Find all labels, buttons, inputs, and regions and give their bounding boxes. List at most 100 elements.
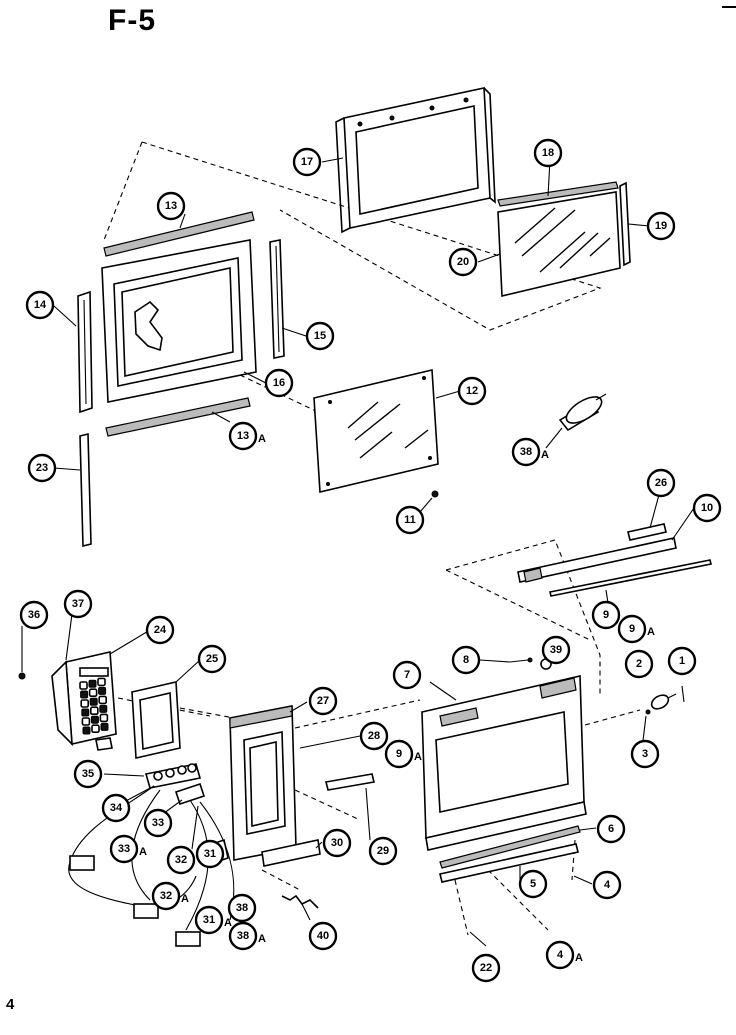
callout-number: 33 bbox=[152, 817, 164, 829]
callout-c38: 38 bbox=[227, 893, 257, 923]
part-17-frame[interactable] bbox=[335, 87, 496, 234]
callout-bubble bbox=[264, 368, 294, 398]
part-26-rail-clip[interactable] bbox=[627, 523, 667, 541]
callout-c39: 39 bbox=[541, 635, 571, 665]
part-13-top-trim[interactable] bbox=[103, 211, 255, 257]
callout-suffix: A bbox=[258, 933, 266, 945]
part-24-control-panel[interactable] bbox=[51, 651, 117, 751]
callout-number: 18 bbox=[542, 147, 554, 159]
callout-c23: 23 bbox=[27, 453, 57, 483]
callout-bubble bbox=[19, 600, 49, 630]
callout-c8: 8 bbox=[451, 645, 481, 675]
callout-number: 20 bbox=[457, 256, 469, 268]
part-20-glass-panel[interactable] bbox=[497, 191, 621, 298]
callout-number: 3 bbox=[642, 748, 648, 760]
callout-number: 9 bbox=[396, 748, 402, 760]
part-1-screw[interactable] bbox=[681, 685, 685, 703]
callout-bubble bbox=[617, 614, 647, 644]
part-3-screw[interactable] bbox=[645, 709, 651, 715]
part-16-inner-frame[interactable] bbox=[101, 239, 257, 403]
callout-bubble bbox=[305, 321, 335, 351]
part-6-seal[interactable] bbox=[439, 825, 581, 869]
callout-bubble bbox=[73, 759, 103, 789]
keypad-key bbox=[90, 706, 99, 716]
part-9-rod[interactable] bbox=[549, 559, 712, 597]
part-36-screw[interactable] bbox=[18, 672, 26, 680]
callout-number: 38 bbox=[520, 446, 532, 458]
callout-number: 6 bbox=[608, 823, 614, 835]
part-8-screw[interactable] bbox=[509, 657, 533, 663]
part-29-bar[interactable] bbox=[325, 773, 375, 791]
part-30-bracket[interactable] bbox=[261, 839, 321, 867]
part-18-trim-strip[interactable] bbox=[497, 181, 619, 207]
callout-suffix: A bbox=[224, 917, 232, 929]
keypad-key bbox=[91, 724, 100, 734]
callout-bubble bbox=[145, 615, 175, 645]
callout-c28: 28 bbox=[359, 721, 389, 751]
callout-c30: 30 bbox=[322, 828, 352, 858]
callout-number: 4 bbox=[604, 879, 611, 891]
part-15-right-trim[interactable] bbox=[269, 239, 285, 359]
part-27-housing[interactable] bbox=[229, 705, 297, 861]
callout-c19: 19 bbox=[646, 211, 676, 241]
keypad-key bbox=[99, 704, 108, 713]
callout-c24: 24 bbox=[145, 615, 175, 645]
callout-c12: 12 bbox=[457, 376, 487, 406]
part-2-hinge[interactable] bbox=[649, 692, 677, 711]
callout-number: 25 bbox=[206, 653, 218, 665]
keypad-key bbox=[98, 686, 107, 695]
callout-number: 40 bbox=[317, 930, 329, 942]
callout-number: 13 bbox=[237, 430, 249, 442]
keypad-key bbox=[97, 677, 106, 687]
callout-bubble bbox=[667, 646, 697, 676]
callout-c13: 13 bbox=[156, 191, 186, 221]
part-19-side-trim[interactable] bbox=[619, 181, 631, 267]
callout-c16: 16 bbox=[264, 368, 294, 398]
callout-c3: 3 bbox=[630, 739, 660, 769]
callout-bubble bbox=[395, 505, 425, 535]
callout-number: 10 bbox=[701, 502, 713, 514]
part-22-screw[interactable] bbox=[469, 931, 487, 947]
part-10-rail[interactable] bbox=[517, 537, 677, 583]
part-38a-handle[interactable] bbox=[558, 392, 607, 432]
callout-c14: 14 bbox=[25, 290, 55, 320]
part-7-outer-frame[interactable] bbox=[421, 675, 587, 851]
callout-c10: 10 bbox=[692, 493, 722, 523]
part-25-gasket-frame[interactable] bbox=[131, 681, 181, 759]
part-28-pin[interactable] bbox=[299, 737, 351, 749]
callout-bubble bbox=[511, 437, 541, 467]
callout-number: 13 bbox=[165, 200, 177, 212]
callout-number: 29 bbox=[377, 845, 389, 857]
part-23-side-strip[interactable] bbox=[79, 432, 92, 548]
keypad-key bbox=[80, 690, 89, 699]
callout-bubble bbox=[166, 845, 196, 875]
part-33-connector[interactable] bbox=[174, 782, 206, 806]
callout-c32: 32 bbox=[166, 845, 196, 875]
part-11-screw[interactable] bbox=[431, 490, 439, 498]
callout-bubble bbox=[227, 893, 257, 923]
part-14-left-trim[interactable] bbox=[77, 290, 93, 414]
callout-number: 34 bbox=[110, 802, 123, 814]
keypad-key bbox=[100, 722, 109, 731]
page-top-rule bbox=[722, 0, 736, 8]
part-13a-bottom-trim[interactable] bbox=[105, 397, 251, 437]
callout-number: 9 bbox=[603, 609, 609, 621]
keypad-key bbox=[89, 697, 98, 706]
keypad-key bbox=[82, 726, 91, 735]
page-title: F-5 bbox=[108, 4, 156, 37]
part-5-bottom-rail[interactable] bbox=[439, 843, 579, 883]
callout-number: 26 bbox=[655, 477, 667, 489]
callout-bubble bbox=[359, 721, 389, 751]
callout-number: 23 bbox=[36, 462, 48, 474]
part-12-glass-panel[interactable] bbox=[313, 369, 439, 493]
part-40-spring[interactable] bbox=[281, 894, 319, 909]
callout-leaders bbox=[21, 157, 695, 921]
part-34-terminal-block[interactable] bbox=[144, 763, 202, 789]
callout-bubble bbox=[195, 839, 225, 869]
